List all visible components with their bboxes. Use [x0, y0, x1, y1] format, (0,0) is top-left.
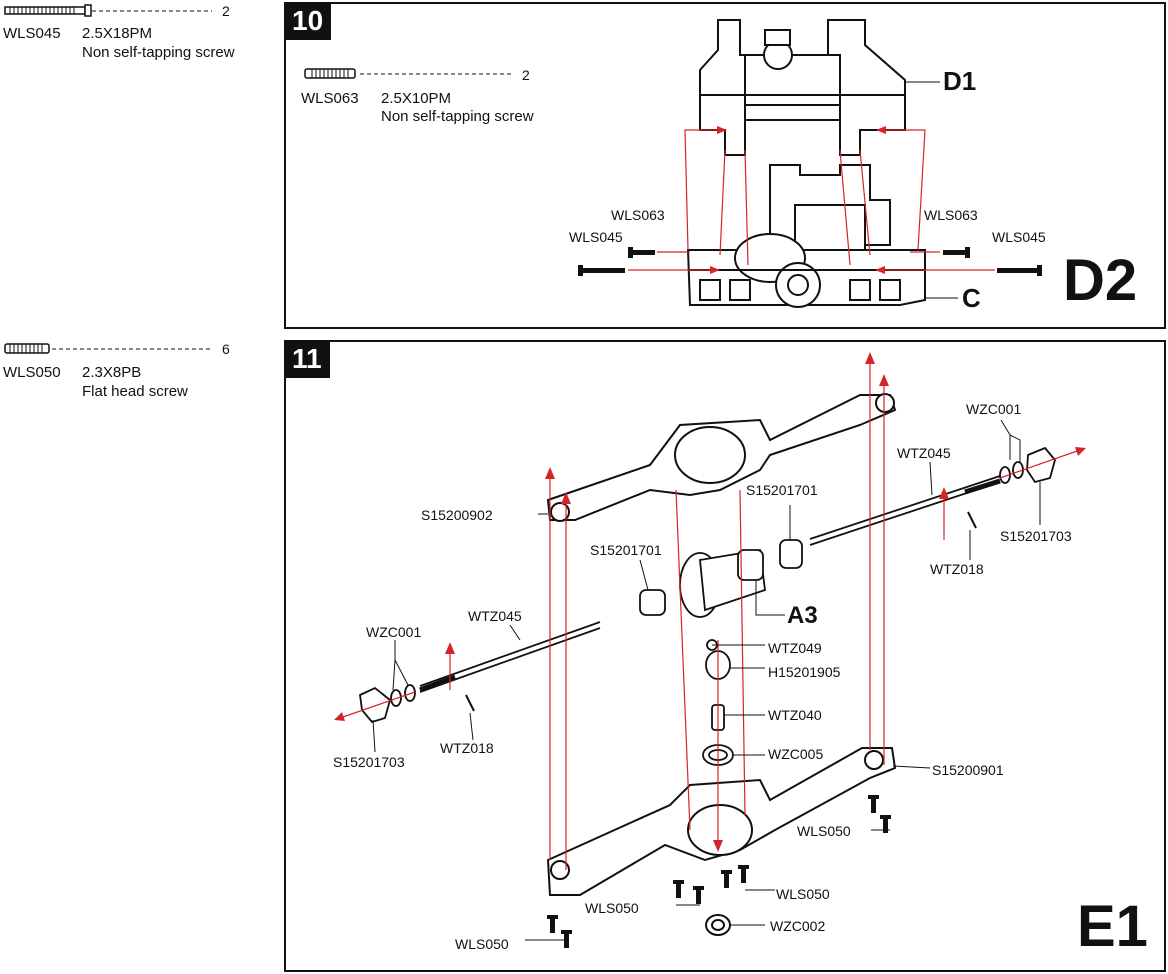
upper-mount-d1	[699, 19, 906, 156]
step-number-11: 11	[284, 340, 330, 378]
label-wtz045-top: WTZ045	[897, 445, 951, 461]
label-wls050-right: WLS050	[797, 823, 851, 839]
label-s15201701-mid: S15201701	[590, 542, 662, 558]
screws-wls050	[547, 795, 891, 948]
part-desc-wls045: Non self-tapping screw	[82, 44, 235, 61]
label-d1: D1	[943, 66, 977, 96]
shaft-right	[809, 475, 1001, 546]
label-wzc005: WZC005	[768, 746, 824, 762]
part-size-wls050: 2.3X8PB	[82, 364, 142, 381]
label-wtz018-left: WTZ018	[440, 740, 494, 756]
step10-part-code: WLS063	[301, 90, 359, 107]
label-wtz045-left: WTZ045	[468, 608, 522, 624]
qty-wls045: 2	[222, 3, 230, 19]
upper-axle-housing	[546, 393, 897, 522]
qty-wls050: 6	[222, 341, 230, 357]
screw-wls063-right	[943, 247, 970, 258]
label-s15201703-left: S15201703	[333, 754, 405, 770]
step10-mark-d2: D2	[1063, 248, 1138, 313]
label-wls063-left: WLS063	[611, 207, 665, 223]
label-s15201703-right: S15201703	[1000, 528, 1072, 544]
label-wzc001-left: WZC001	[366, 624, 422, 640]
lower-axle-housing	[546, 747, 897, 896]
part-code-wls045: WLS045	[3, 25, 61, 42]
label-h15201905: H15201905	[768, 664, 841, 680]
lower-housing-c	[686, 164, 926, 308]
label-wtz040: WTZ040	[768, 707, 822, 723]
part-size-wls045: 2.5X18PM	[82, 25, 153, 42]
label-wls045-left: WLS045	[569, 229, 623, 245]
left-bearings	[359, 684, 416, 724]
bearing-wzc002	[705, 914, 731, 936]
label-wtz018-right: WTZ018	[930, 561, 984, 577]
step-number-10: 10	[284, 2, 332, 40]
label-wls063-right: WLS063	[924, 207, 978, 223]
label-c: C	[962, 283, 981, 313]
label-wls050-bottom: WLS050	[455, 936, 509, 952]
label-a3: A3	[787, 602, 818, 629]
shaft-left	[419, 621, 601, 693]
screw-wls045-left	[578, 265, 625, 276]
screw-wls045-right	[997, 265, 1042, 276]
label-s15200901: S15200901	[932, 762, 1004, 778]
label-s15201701-top: S15201701	[746, 482, 818, 498]
label-wtz049: WTZ049	[768, 640, 822, 656]
label-wls045-right: WLS045	[992, 229, 1046, 245]
screw-wls063-left	[628, 247, 655, 258]
step10-part-qty: 2	[522, 67, 530, 83]
label-wzc001-top: WZC001	[966, 401, 1022, 417]
part-desc-wls050: Flat head screw	[82, 383, 188, 400]
step10-part-desc: Non self-tapping screw	[381, 108, 534, 125]
label-s15200902: S15200902	[421, 507, 493, 523]
step10-part-size: 2.5X10PM	[381, 90, 452, 107]
label-wls050-mid: WLS050	[585, 900, 639, 916]
right-bearings	[999, 446, 1056, 484]
label-wls050-center: WLS050	[776, 886, 830, 902]
step11-mark-e1: E1	[1077, 894, 1148, 959]
label-wzc002: WZC002	[770, 918, 826, 934]
part-code-wls050: WLS050	[3, 364, 61, 381]
